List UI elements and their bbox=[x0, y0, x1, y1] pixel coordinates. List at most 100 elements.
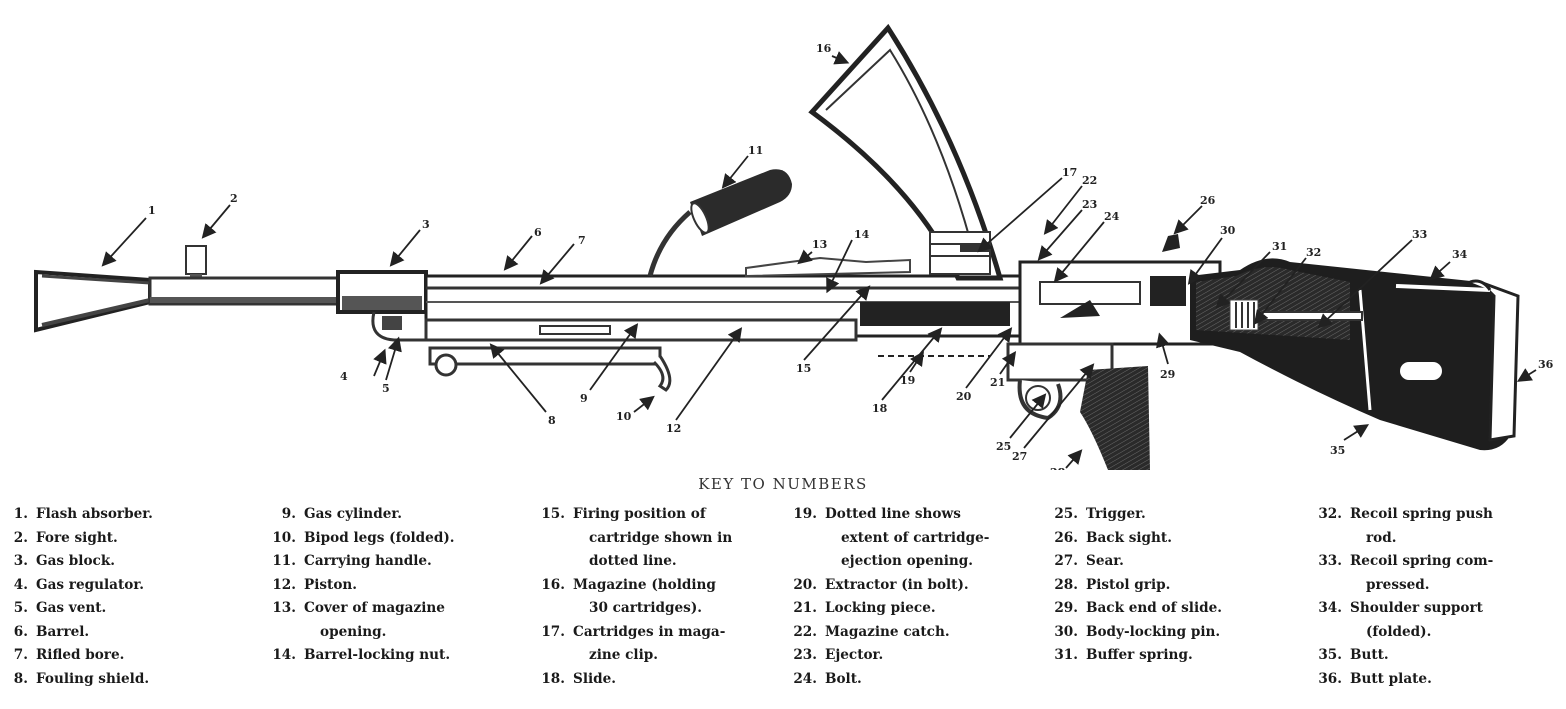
key-item: 2. Fore sight. bbox=[0, 527, 226, 551]
key-item-label: Carrying handle. bbox=[304, 550, 504, 574]
callout-26: 26 bbox=[1200, 194, 1216, 207]
key-item-label: Bolt. bbox=[825, 668, 1025, 692]
key-item: 8.Fouling shield. bbox=[0, 668, 226, 692]
key-item-line: extent of cartridge- bbox=[841, 529, 990, 546]
key-item-line: Locking piece. bbox=[825, 600, 936, 616]
key-item-number: 6. bbox=[13, 623, 28, 640]
key-item-label: Rifled bore. bbox=[36, 644, 226, 668]
key-item-line: opening. bbox=[320, 623, 387, 640]
key-item: 21.Locking piece. bbox=[779, 597, 1025, 621]
key-item: 7.Rifled bore. bbox=[0, 644, 226, 668]
key-item: 16. Magazine (holding 30 cartridges). bbox=[527, 574, 773, 621]
key-item-label: Flash absorber. bbox=[36, 503, 226, 527]
key-item-line: 30 cartridges). bbox=[589, 600, 702, 616]
key-item-number: 3. bbox=[13, 553, 28, 569]
recoil-spring-push-rod bbox=[1261, 311, 1363, 321]
key-item-number: 29. bbox=[1054, 600, 1078, 616]
callout-numbers: 1 2 3 4 5 6 7 8 9 10 11 12 13 14 15 16 1… bbox=[148, 42, 1554, 470]
key-item-number: 20. bbox=[793, 576, 817, 593]
key-item-label: Butt plate. bbox=[1350, 668, 1566, 692]
callout-22: 22 bbox=[1082, 174, 1097, 187]
key-item: 31.Buffer spring. bbox=[1040, 644, 1286, 668]
key-item: 10.Bipod legs (folded). bbox=[258, 527, 504, 551]
callout-35: 35 bbox=[1330, 444, 1345, 457]
callout-12: 12 bbox=[666, 422, 681, 435]
pistol-grip bbox=[1080, 366, 1150, 470]
key-item: 9.Gas cylinder. bbox=[258, 503, 504, 527]
key-item: 18.Slide. bbox=[527, 668, 773, 692]
key-item-number: 23. bbox=[793, 647, 817, 663]
key-title: KEY TO NUMBERS bbox=[698, 475, 868, 493]
key-item-line: rod. bbox=[1366, 529, 1397, 546]
key-item-label: Fore sight. bbox=[36, 527, 226, 551]
callout-31: 31 bbox=[1272, 240, 1287, 253]
callout-9: 9 bbox=[580, 392, 588, 405]
key-item-label: Butt. bbox=[1350, 644, 1566, 668]
key-item-line: Carrying handle. bbox=[304, 553, 432, 569]
callout-7: 7 bbox=[578, 234, 586, 247]
key-item-number: 13. bbox=[272, 600, 296, 616]
key-item: 33.Recoil spring com-pressed. bbox=[1304, 550, 1566, 597]
key-item-line: Magazine (holding bbox=[573, 576, 716, 593]
magazine-cover bbox=[745, 256, 911, 278]
key-item-label: Fouling shield. bbox=[36, 668, 226, 692]
callout-6: 6 bbox=[534, 226, 542, 239]
key-item-label: Bipod legs (folded). bbox=[304, 527, 504, 551]
key-item-line: cartridge shown in bbox=[589, 529, 733, 546]
key-item-number: 2. bbox=[13, 529, 28, 546]
key-item: 24.Bolt. bbox=[779, 668, 1025, 692]
key-item-label: Shoulder support(folded). bbox=[1350, 597, 1566, 644]
key-item-line: ejection opening. bbox=[841, 553, 974, 569]
key-item-line: Pistol grip. bbox=[1086, 576, 1171, 593]
callout-32: 32 bbox=[1306, 246, 1321, 259]
key-column-1: 1.Flash absorber.2.Fore sight.3.Gas bloc… bbox=[0, 503, 226, 691]
key-item-label: Magazine (holding 30 cartridges). bbox=[573, 574, 773, 621]
key-item-number: 26. bbox=[1054, 529, 1078, 546]
key-item-line: Firing position of bbox=[573, 506, 706, 522]
key-item-line: Sear. bbox=[1086, 553, 1124, 569]
back-sight bbox=[1162, 234, 1180, 252]
key-item-number: 12. bbox=[272, 576, 296, 593]
key-item-label: Locking piece. bbox=[825, 597, 1025, 621]
callout-21: 21 bbox=[990, 376, 1005, 389]
rifle-cutaway-diagram: 1 2 3 4 5 6 7 8 9 10 11 12 13 14 15 16 1… bbox=[34, 23, 1554, 470]
key-item: 5. Gas vent. bbox=[0, 597, 226, 621]
key-item-number: 5. bbox=[13, 600, 28, 616]
key-item: 11. Carrying handle. bbox=[258, 550, 504, 574]
key-item-number: 4. bbox=[13, 576, 28, 593]
key-column-2: 9.Gas cylinder.10.Bipod legs (folded).11… bbox=[258, 503, 504, 668]
key-item-number: 9. bbox=[281, 506, 296, 522]
butt-plate bbox=[1478, 280, 1520, 442]
key-item: 34.Shoulder support(folded). bbox=[1304, 597, 1566, 644]
key-item-label: Buffer spring. bbox=[1086, 644, 1286, 668]
key-item-line: Bipod legs (folded). bbox=[304, 529, 455, 546]
callout-29: 29 bbox=[1160, 368, 1175, 381]
key-item-label: Pistol grip. bbox=[1086, 574, 1286, 598]
key-item-label: Magazine catch. bbox=[825, 621, 1025, 645]
gas-regulator bbox=[371, 311, 426, 342]
callout-1: 1 bbox=[148, 204, 156, 217]
key-item: 36.Butt plate. bbox=[1304, 668, 1566, 692]
key-item: 20.Extractor (in bolt). bbox=[779, 574, 1025, 598]
key-item-number: 25. bbox=[1054, 506, 1078, 522]
key-item-number: 16. bbox=[541, 576, 565, 593]
key-item-line: Piston. bbox=[304, 576, 358, 593]
key-item-line: Buffer spring. bbox=[1086, 647, 1193, 663]
callout-23: 23 bbox=[1082, 198, 1097, 211]
key-item-line: Barrel-locking nut. bbox=[304, 647, 451, 663]
key-item-label: Barrel. bbox=[36, 621, 226, 645]
callout-11: 11 bbox=[748, 144, 763, 157]
key-item-line: Fore sight. bbox=[36, 529, 118, 546]
key-item-line: Flash absorber. bbox=[36, 506, 153, 522]
callout-34: 34 bbox=[1452, 248, 1468, 261]
key-item-label: Gas vent. bbox=[36, 597, 226, 621]
key-item: 28.Pistol grip. bbox=[1040, 574, 1286, 598]
key-item: 27.Sear. bbox=[1040, 550, 1286, 574]
key-item-line: Gas vent. bbox=[36, 600, 107, 616]
key-item-number: 11. bbox=[272, 553, 296, 569]
key-item-line: Ejector. bbox=[825, 647, 884, 663]
callout-4: 4 bbox=[340, 370, 348, 383]
